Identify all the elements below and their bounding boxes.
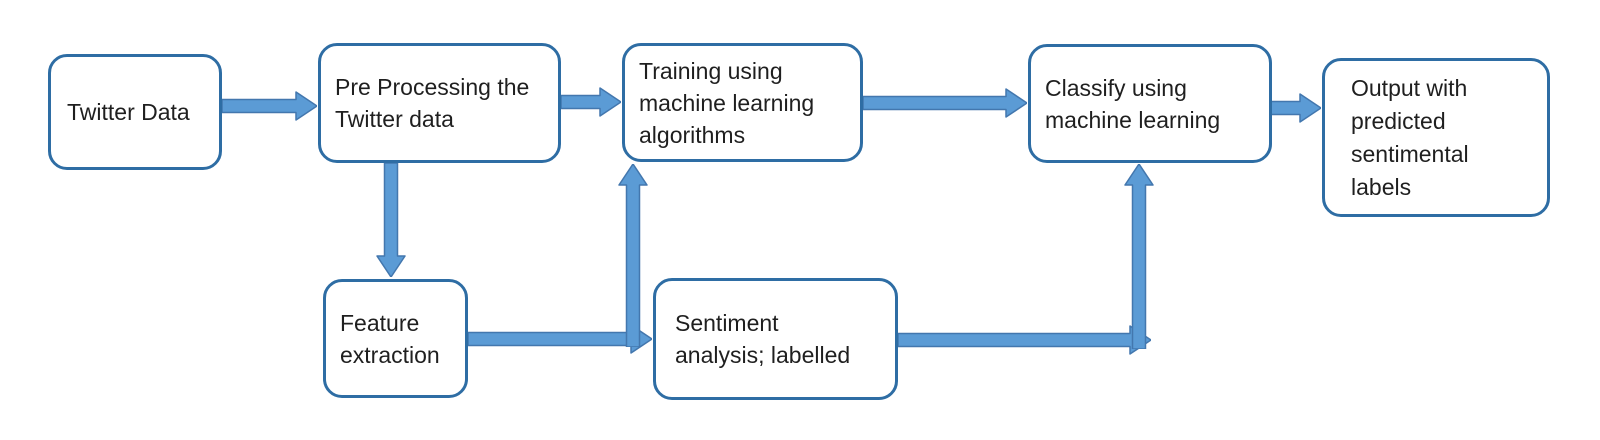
node-output: Output with predicted sentimental labels [1322, 58, 1550, 217]
node-training-label: Training using machine learning algorith… [639, 57, 815, 148]
arrow-twitter-to-preprocessing [222, 91, 317, 121]
node-training: Training using machine learning algorith… [622, 43, 863, 162]
node-sentiment-analysis-label: Sentiment analysis; labelled [675, 310, 851, 368]
arrow-feature-branch-to-training [618, 164, 648, 347]
arrow-preprocessing-to-feature [376, 163, 406, 277]
node-twitter-data-label: Twitter Data [67, 99, 190, 125]
node-sentiment-analysis: Sentiment analysis; labelled [653, 278, 898, 400]
node-classify-label: Classify using machine learning [1045, 74, 1221, 133]
arrow-preprocessing-to-training [561, 87, 621, 117]
node-preprocessing: Pre Processing the Twitter data [318, 43, 561, 163]
node-output-label: Output with predicted sentimental labels [1351, 74, 1469, 200]
arrow-training-to-classify [863, 88, 1027, 118]
arrow-classify-to-output [1269, 93, 1321, 123]
node-feature-extraction: Feature extraction [323, 279, 468, 398]
node-feature-extraction-label: Feature extraction [340, 309, 440, 368]
node-classify: Classify using machine learning [1028, 44, 1272, 163]
arrow-corner-to-classify [1124, 164, 1154, 349]
node-twitter-data: Twitter Data [48, 54, 222, 170]
arrow-sentiment-to-corner [898, 325, 1151, 355]
node-preprocessing-label: Pre Processing the Twitter data [335, 74, 530, 132]
